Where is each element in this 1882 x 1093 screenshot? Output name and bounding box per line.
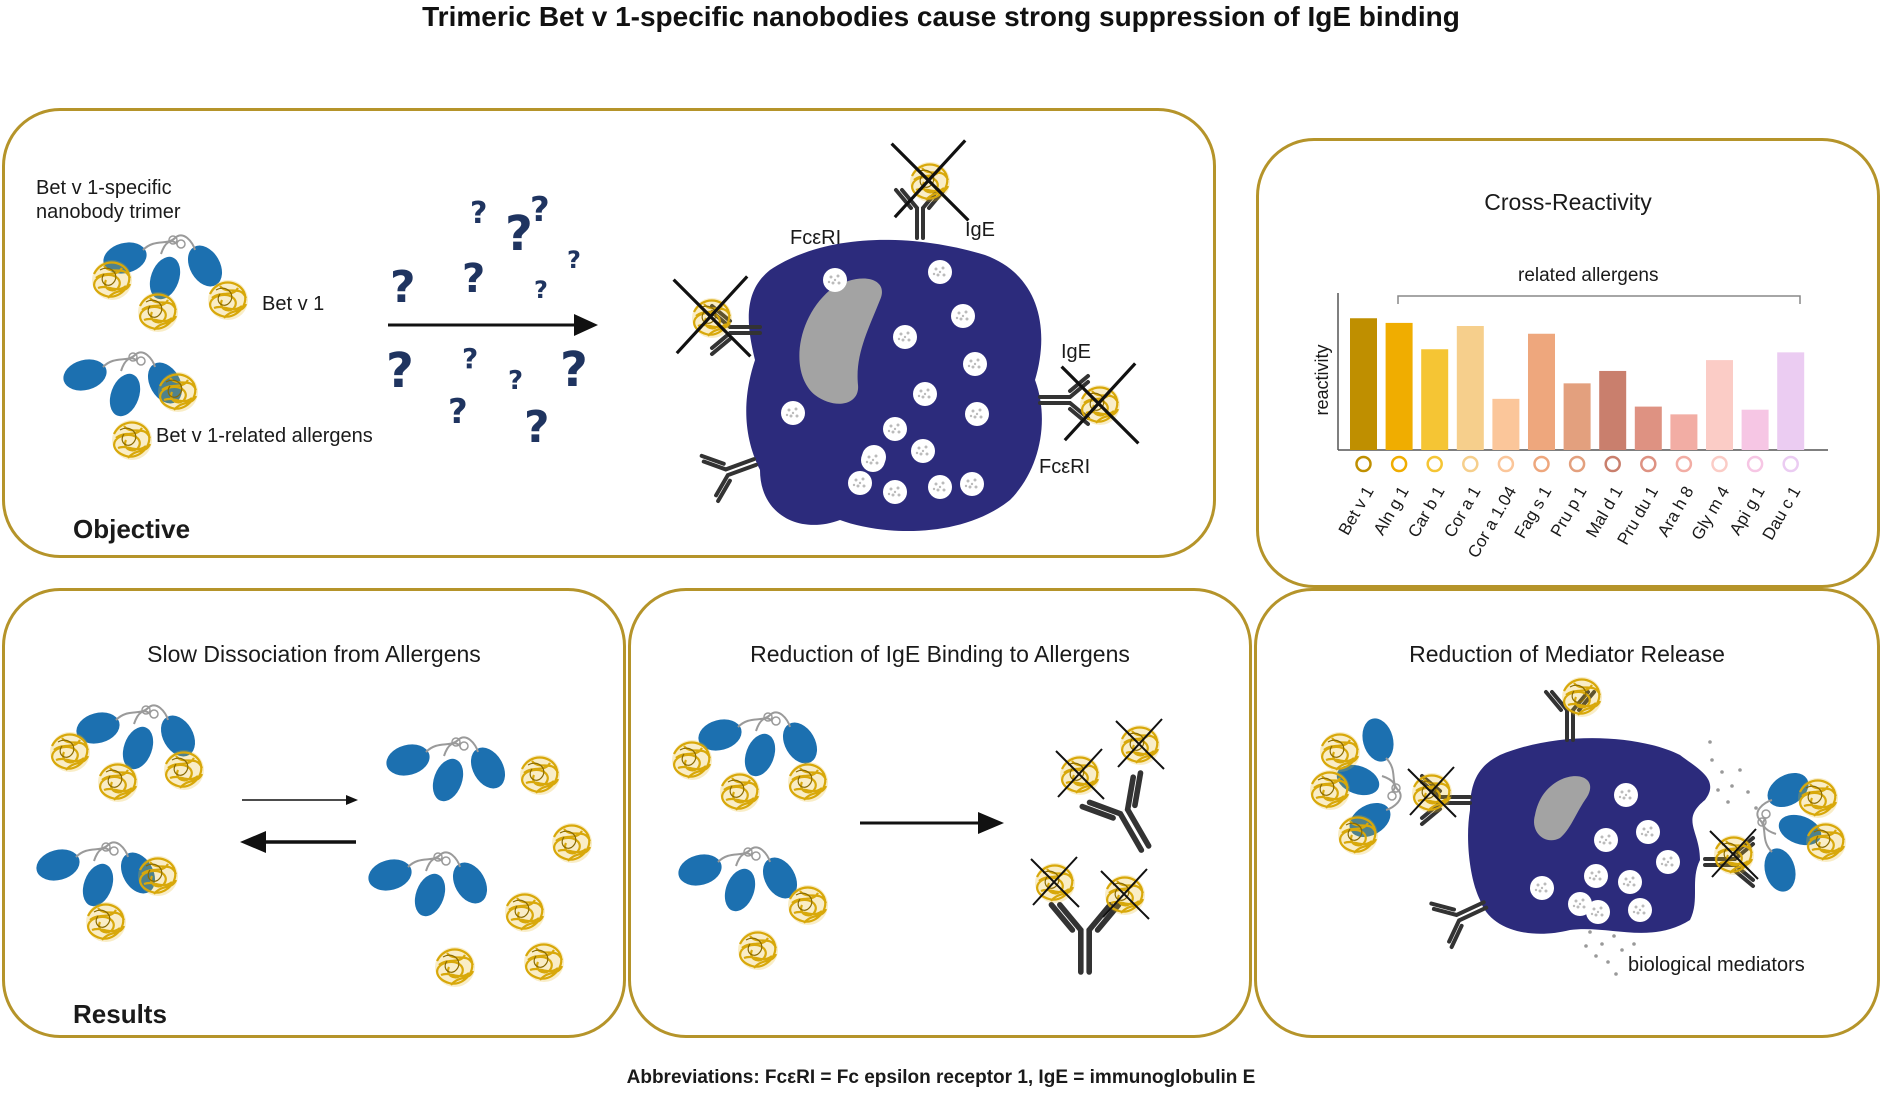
related-allergens-bracket-label: related allergens	[1518, 265, 1659, 286]
question-mark: ?	[530, 190, 550, 230]
mediator-reduction-title: Reduction of Mediator Release	[1409, 641, 1725, 667]
bar	[1492, 398, 1520, 450]
cross-reactivity-title: Cross-Reactivity	[1484, 189, 1652, 215]
question-mark: ?	[524, 402, 550, 453]
ige-label-top: IgE	[965, 219, 996, 241]
objective-label: Objective	[73, 514, 191, 544]
allergen-icon	[1568, 455, 1586, 473]
question-mark: ?	[390, 262, 416, 313]
betv1-label: Bet v 1	[262, 293, 325, 315]
trimer-label-line2: nanobody trimer	[36, 201, 181, 223]
bar	[1456, 326, 1484, 450]
objective-mast-cell	[746, 239, 1042, 532]
allergen-icon	[1355, 455, 1372, 473]
question-mark: ?	[508, 366, 524, 396]
allergen-icon	[1746, 455, 1764, 473]
question-mark: ?	[505, 206, 533, 262]
figure-title: Trimeric Bet v 1-specific nanobodies cau…	[422, 1, 1460, 32]
question-mark: ?	[470, 196, 488, 231]
allergen-icon	[1640, 455, 1657, 473]
bar	[1350, 318, 1377, 450]
question-mark: ?	[567, 246, 581, 274]
trimer-label-line1: Bet v 1-specific	[36, 177, 172, 199]
question-mark: ?	[560, 342, 588, 398]
biological-mediators-label: biological mediators	[1628, 954, 1805, 976]
bar	[1421, 349, 1449, 450]
objective-arrow	[388, 314, 598, 336]
ige-reduction-illustration	[670, 711, 1174, 972]
bar	[1777, 352, 1805, 450]
question-mark: ?	[386, 343, 414, 399]
objective-trimer-with-allergens	[90, 234, 250, 334]
bar	[1634, 406, 1662, 450]
y-axis-label: reactivity	[1312, 344, 1332, 416]
question-mark: ?	[534, 276, 548, 304]
fceri-label-right: FcεRI	[1039, 456, 1091, 478]
allergen-icon	[1462, 455, 1479, 473]
mediator-dots	[1584, 740, 1758, 976]
slow-dissociation-panel	[2, 588, 626, 1038]
bar	[1599, 370, 1627, 450]
bar	[1528, 333, 1555, 450]
allergen-icon	[1675, 455, 1693, 473]
allergen-icon	[1604, 455, 1621, 473]
bar	[1385, 322, 1413, 450]
cross-reactivity-chart	[1337, 293, 1828, 473]
fceri-label-top: FcεRI	[790, 227, 842, 249]
allergen-icon	[1782, 455, 1799, 473]
allergen-icon	[1390, 455, 1408, 473]
slow-dissociation-title: Slow Dissociation from Allergens	[147, 641, 481, 667]
ige-label-right: IgE	[1061, 341, 1092, 363]
bar	[1563, 383, 1591, 450]
bar	[1670, 414, 1698, 450]
allergen-icon	[1426, 455, 1443, 473]
bar	[1741, 409, 1769, 450]
slow-dissociation-illustration	[31, 704, 594, 989]
bar	[1706, 360, 1733, 450]
related-allergens-label: Bet v 1-related allergens	[156, 425, 373, 447]
ige-reduction-panel	[628, 588, 1252, 1038]
allergen-icon	[1497, 455, 1515, 473]
question-mark: ?	[462, 342, 479, 375]
allergen-icon	[1533, 455, 1550, 473]
allergen-icon	[1711, 455, 1728, 473]
results-label: Results	[73, 999, 167, 1029]
question-mark: ?	[462, 256, 486, 302]
question-mark: ?	[448, 392, 468, 432]
related-bracket	[1397, 295, 1801, 304]
mediator-release-illustration	[1308, 675, 1848, 976]
ige-reduction-title: Reduction of IgE Binding to Allergens	[750, 641, 1130, 667]
abbreviations-footer: Abbreviations: FcεRI = Fc epsilon recept…	[626, 1067, 1256, 1088]
